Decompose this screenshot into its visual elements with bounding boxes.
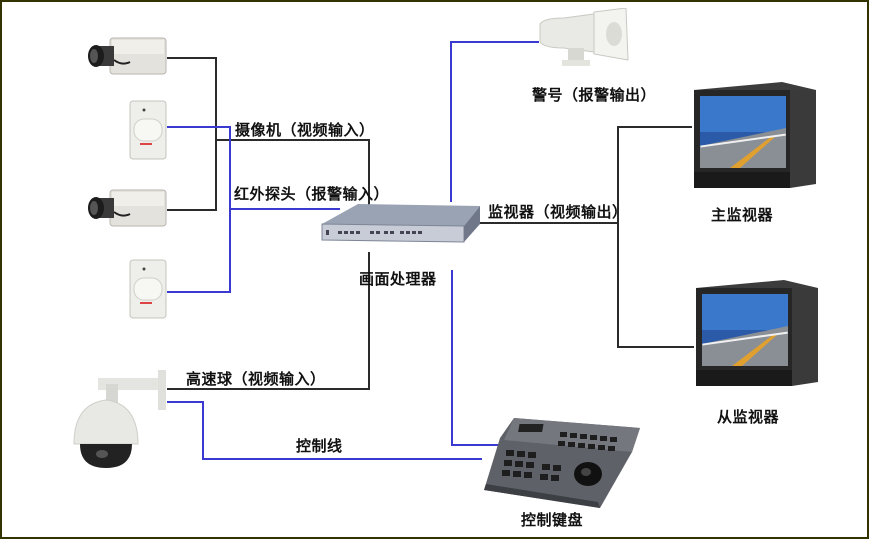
camera-bus-wire [216,139,370,217]
secondary-monitor-label: 从监视器 [717,408,780,426]
main-monitor-icon [694,82,816,188]
processor-label: 画面处理器 [359,270,437,288]
camera-1-wire [167,57,217,211]
control-line-label: 控制线 [296,437,343,455]
infrared-sensor-icon [129,259,167,319]
secondary-monitor-icon [696,280,818,386]
monitor-split-wire [617,126,694,348]
infrared-label: 红外探头（报警输入） [234,185,390,203]
monitor-output-label: 监视器（视频输出） [488,203,628,221]
control-line-wire [167,401,482,460]
speed-dome-label: 高速球（视频输入） [186,370,326,388]
alarm-horn-icon [539,8,629,66]
horn-label: 警号（报警输出） [532,86,657,104]
speed-dome-camera-icon [73,370,166,468]
speed-dome-video-wire [167,252,370,390]
horn-wire [450,41,539,202]
infrared-sensor-icon [129,100,167,160]
screen-processor-icon [321,204,480,243]
keyboard-wire [451,270,499,446]
box-camera-icon [88,189,167,227]
control-keyboard-icon [484,418,640,508]
camera-label: 摄像机（视频输入） [235,121,375,139]
main-monitor-label: 主监视器 [711,206,774,224]
box-camera-icon [88,37,167,75]
control-keyboard-label: 控制键盘 [521,511,584,529]
